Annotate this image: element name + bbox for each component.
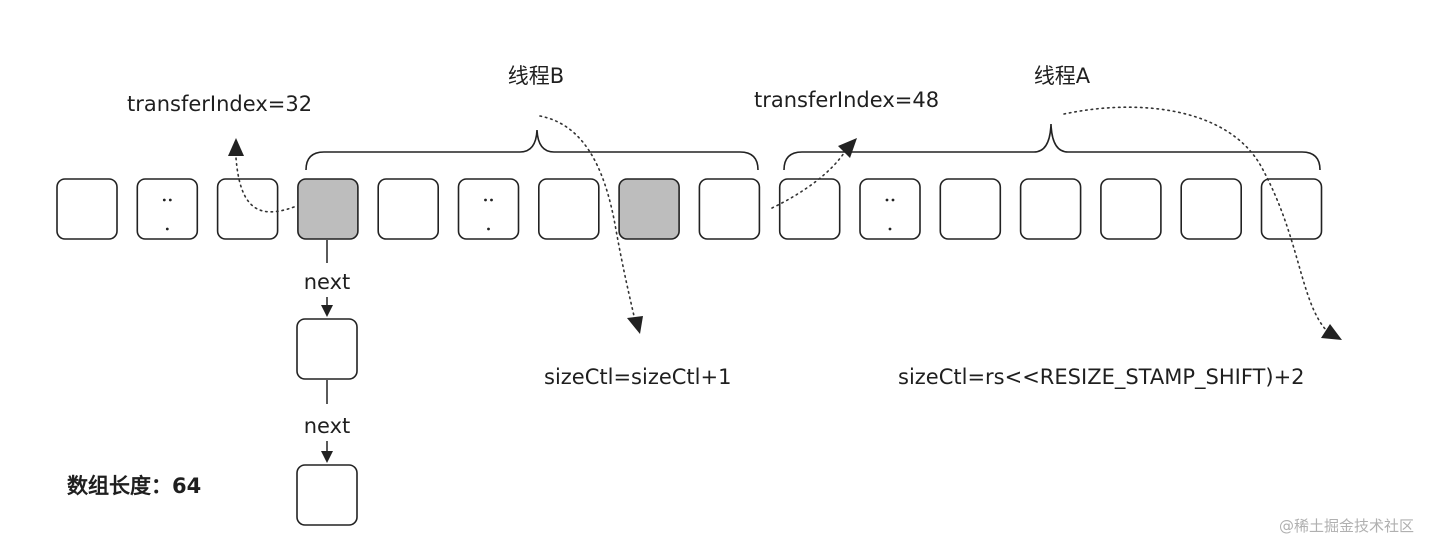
transfer-index-b-arrowhead	[228, 138, 244, 156]
ellipsis-dot	[490, 198, 493, 202]
array-cell-6	[537, 178, 600, 240]
watermark: @稀土掘金技术社区	[1279, 517, 1414, 535]
array-cell-11	[939, 178, 1002, 240]
array-cell-10	[859, 178, 921, 240]
transfer-index-a-arrow	[771, 149, 847, 209]
array-cell-12	[1019, 178, 1082, 240]
ellipsis-dot	[891, 198, 895, 202]
thread-a-label: 线程A	[1034, 64, 1091, 88]
array-cell-13	[1100, 178, 1162, 240]
ellipsis-dot	[484, 198, 487, 202]
transfer-index-a-label: transferIndex=48	[754, 88, 939, 112]
ellipsis-dot	[162, 198, 166, 202]
array-cell-4	[377, 178, 440, 240]
list-node-1	[296, 318, 358, 380]
array-cell-3	[297, 178, 359, 240]
ellipsis-dot	[168, 198, 172, 202]
thread-a-brace	[783, 123, 1321, 171]
ellipsis-dot	[885, 198, 889, 202]
thread-b-label: 线程B	[508, 64, 564, 88]
sizectl-a-label: sizeCtl=rs<<RESIZE_STAMP_SHIFT)+2	[898, 365, 1305, 390]
array-cell-2	[216, 178, 279, 240]
sizectl-b-arrowhead	[627, 316, 643, 334]
next-label-2: next	[304, 414, 351, 438]
array-cell-8	[698, 178, 761, 240]
array-cells	[56, 178, 1323, 240]
ellipsis-dot	[165, 227, 169, 231]
array-cell-14	[1180, 178, 1242, 240]
array-cell-7	[618, 178, 680, 240]
thread-b-brace	[305, 129, 759, 171]
array-cell-15	[1260, 178, 1323, 240]
next-arrowhead-2	[321, 451, 333, 463]
ellipsis-dot	[487, 227, 490, 231]
sizectl-a-arrowhead	[1321, 324, 1342, 340]
list-node-2	[296, 464, 358, 526]
array-cell-9	[778, 178, 841, 240]
array-length-label: 数组长度：64	[67, 474, 201, 498]
ellipsis-dot	[888, 227, 892, 231]
array-cell-1	[136, 178, 199, 240]
transfer-index-b-arrow	[235, 157, 295, 213]
transfer-index-b-label: transferIndex=32	[127, 92, 312, 116]
next-arrowhead-1	[321, 305, 333, 317]
transfer-index-a-arrowhead	[838, 138, 857, 158]
next-label-1: next	[304, 270, 351, 294]
array-cell-5	[457, 178, 520, 240]
array-cell-0	[56, 178, 118, 240]
sizectl-b-label: sizeCtl=sizeCtl+1	[544, 365, 731, 389]
sizectl-b-arrow	[539, 115, 635, 317]
